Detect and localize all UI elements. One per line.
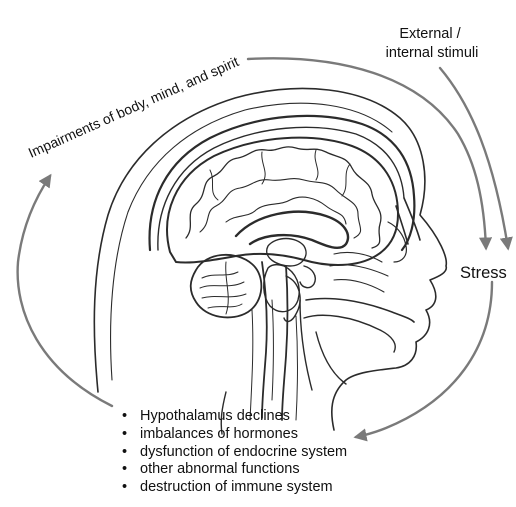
cerebrum-outline <box>167 138 398 265</box>
pharynx <box>300 300 346 390</box>
cerebellum-folds <box>200 262 246 314</box>
arrow-effects-to-impairments <box>18 176 112 406</box>
effect-item-hypothalamus: Hypothalamus declines <box>118 408 347 426</box>
head-illustration <box>94 88 446 434</box>
pituitary <box>300 266 315 288</box>
corpus-callosum <box>236 212 348 248</box>
brainstem <box>262 262 288 420</box>
thalamus <box>267 239 306 267</box>
palate <box>306 299 414 323</box>
effect-item-hormones: imbalances of hormones <box>118 426 347 444</box>
effect-item-immune-system: destruction of immune system <box>118 479 347 497</box>
brain-gyri-inner <box>200 179 361 238</box>
spinal-canal <box>250 300 298 420</box>
arrow-stimuli-to-stress <box>440 68 508 248</box>
effect-item-endocrine: dysfunction of endocrine system <box>118 444 347 462</box>
cycle-arrows <box>18 58 508 437</box>
tongue <box>304 315 395 352</box>
stress-label: Stress <box>460 264 507 282</box>
skull-inner <box>158 127 404 250</box>
frontal-bone <box>396 198 420 244</box>
arrow-stress-to-effects <box>356 282 492 437</box>
nasal-turbinates <box>330 252 388 292</box>
stimuli-label: External / internal stimuli <box>386 26 479 61</box>
sinus-1 <box>264 265 300 312</box>
stress-effects-list: Hypothalamus declines imbalances of horm… <box>118 408 347 497</box>
effect-item-abnormal-functions: other abnormal functions <box>118 461 347 479</box>
brain-sulci <box>210 150 350 200</box>
